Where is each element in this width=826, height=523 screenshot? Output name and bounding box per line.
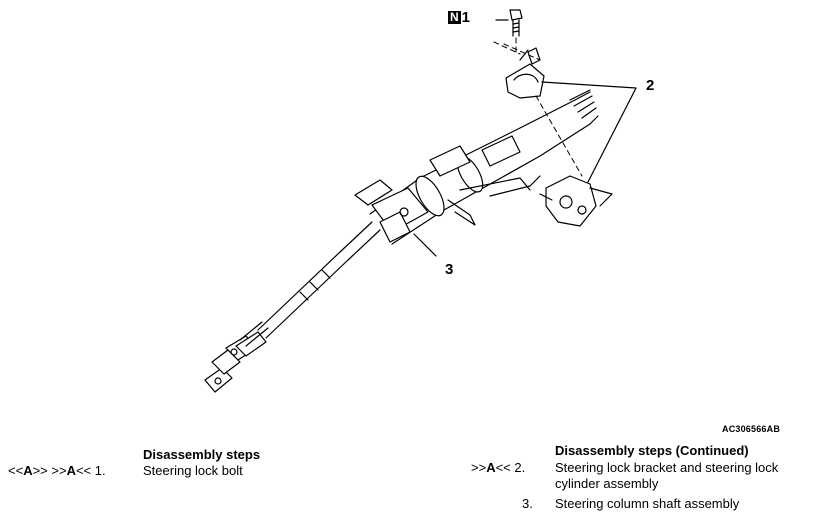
steering-column-exploded-diagram [204,9,637,393]
left-steps-heading: Disassembly steps [143,447,261,462]
prefix-a: A [66,463,76,478]
prefix-text: >> >> [32,463,67,478]
callout-leaders [413,19,637,257]
step-3-prefix: 3. [522,496,533,511]
callout-3: 3 [445,261,454,278]
steering-lock-bolt [509,9,523,37]
steering-lock-cylinder [539,175,613,227]
step-1-prefix: <<A>> >>A<< 1. [8,463,106,479]
right-step-3: 3. Steering column shaft assembly [420,496,826,512]
tilt-bracket [354,135,541,243]
figure-code: AC306566AB [722,424,781,434]
step-2-text: Steering lock bracket and steering lock … [555,460,779,491]
n-badge: N [448,10,461,24]
step-2-prefix: >>A<< 2. [471,460,525,476]
steering-lock-bracket [505,47,545,99]
prefix-a: A [486,460,496,475]
step-1-text: Steering lock bolt [143,463,243,478]
universal-joint [204,321,269,393]
alignment-lines [493,37,583,177]
prefix-text: >> [471,460,487,475]
callout-1-number: 1 [461,9,471,26]
left-step-1: <<A>> >>A<< 1. Steering lock bolt [0,463,400,479]
prefix-text: << [8,463,24,478]
step-3-text: Steering column shaft assembly [555,496,740,511]
prefix-text: << 2. [495,460,526,475]
prefix-text: << 1. [75,463,106,478]
intermediate-shaft [257,221,381,339]
right-step-2: >>A<< 2. Steering lock bracket and steer… [420,460,826,494]
right-steps-heading: Disassembly steps (Continued) [555,443,749,458]
callout-2: 2 [646,77,655,94]
prefix-a: A [23,463,33,478]
